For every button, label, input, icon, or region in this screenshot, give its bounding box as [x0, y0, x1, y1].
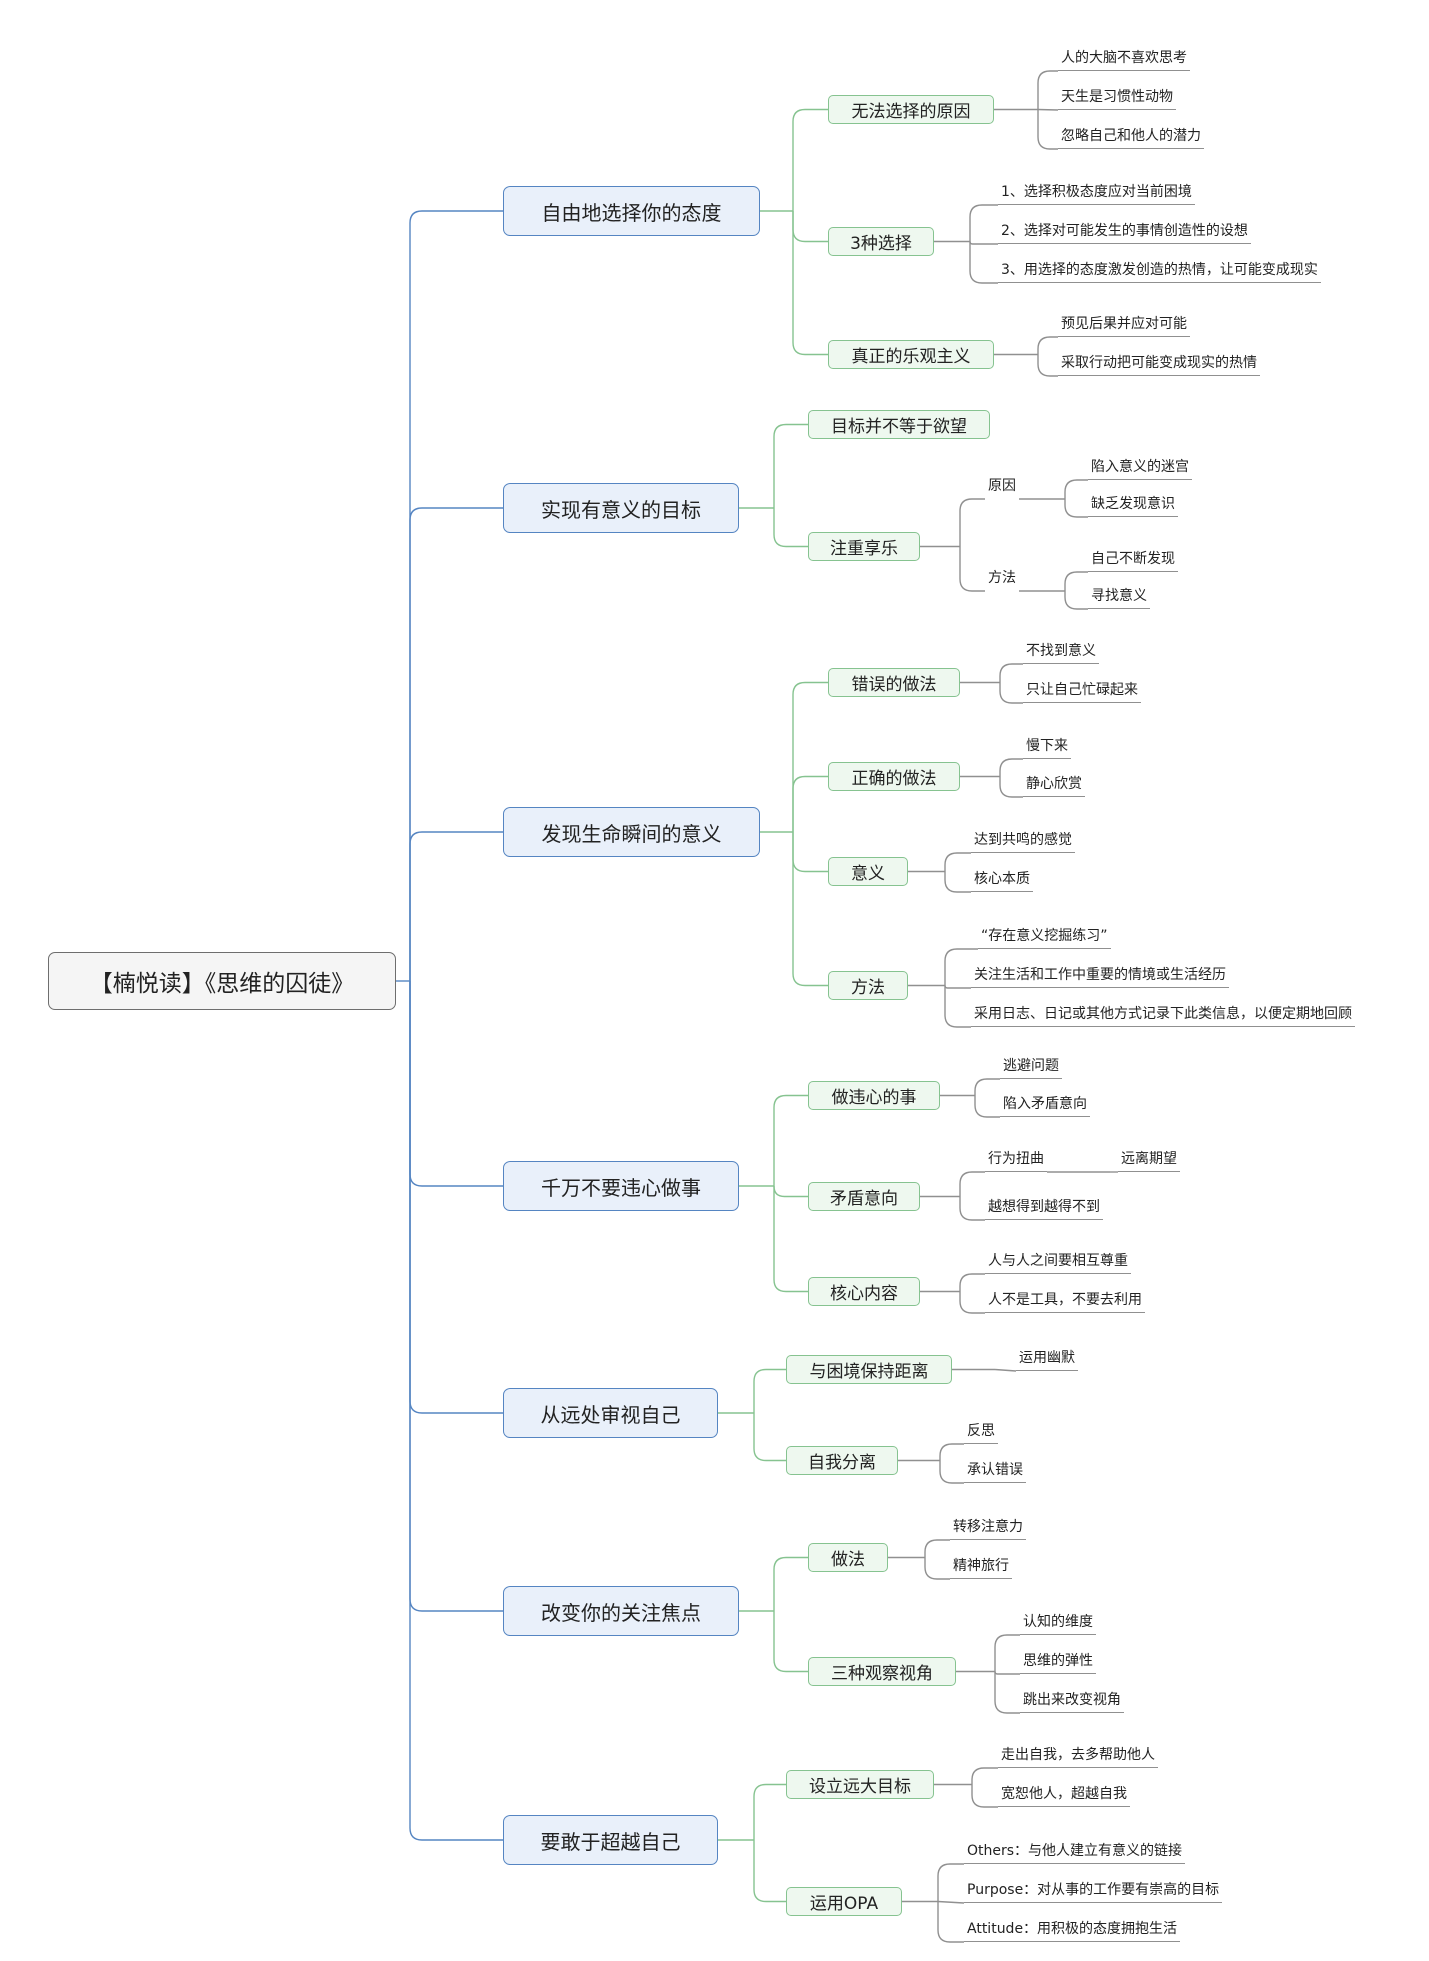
leaf-meaning-maze[interactable]: 陷入意义的迷宫: [1088, 456, 1192, 480]
leaf-habitual-animal[interactable]: 天生是习惯性动物: [1058, 86, 1176, 110]
leaf-brain-dislikes-thinking[interactable]: 人的大脑不喜欢思考: [1058, 47, 1190, 71]
topic-pleasure-seeking[interactable]: 注重享乐: [808, 532, 920, 561]
leaf-purpose[interactable]: Purpose：对从事的工作要有崇高的目标: [964, 1879, 1223, 1903]
leaf-reason[interactable]: 原因: [988, 478, 1016, 494]
branch-change-focus[interactable]: 改变你的关注焦点: [503, 1586, 739, 1636]
leaf-attitude[interactable]: Attitude：用积极的态度拥抱生活: [964, 1918, 1181, 1942]
leaf-behavior-distortion[interactable]: 行为扭曲: [985, 1148, 1047, 1172]
topic-three-choices[interactable]: 3种选择: [828, 227, 934, 256]
leaf-choice-2[interactable]: 2、选择对可能发生的事情创造性的设想: [998, 220, 1251, 244]
leaf-mental-travel[interactable]: 精神旅行: [950, 1555, 1012, 1579]
topic-right-way[interactable]: 正确的做法: [828, 762, 960, 791]
leaf-choice-1[interactable]: 1、选择积极态度应对当前困境: [998, 181, 1195, 205]
root-topic[interactable]: 【楠悦读】《思维的囚徒》: [48, 952, 396, 1010]
topic-three-perspectives[interactable]: 三种观察视角: [808, 1657, 956, 1686]
leaf-appreciate[interactable]: 静心欣赏: [1023, 773, 1085, 797]
leaf-avoid-problems[interactable]: 逃避问题: [1000, 1055, 1062, 1079]
branch-surpass-self[interactable]: 要敢于超越自己: [503, 1815, 718, 1865]
leaf-shift-attention[interactable]: 转移注意力: [950, 1516, 1026, 1540]
topic-paradox[interactable]: 矛盾意向: [808, 1182, 920, 1211]
branch-choose-attitude[interactable]: 自由地选择你的态度: [503, 186, 760, 236]
topic-meaning[interactable]: 意义: [828, 857, 908, 886]
topic-method[interactable]: 方法: [828, 971, 908, 1000]
leaf-mutual-respect[interactable]: 人与人之间要相互尊重: [985, 1250, 1131, 1274]
branch-meaningful-goals[interactable]: 实现有意义的目标: [503, 483, 739, 533]
leaf-method[interactable]: 方法: [988, 570, 1016, 586]
leaf-keep-discovering[interactable]: 自己不断发现: [1088, 548, 1178, 572]
leaf-others[interactable]: Others：与他人建立有意义的链接: [964, 1840, 1186, 1864]
leaf-meaning-exercise[interactable]: “存在意义挖掘练习”: [978, 925, 1111, 949]
leaf-admit-mistake[interactable]: 承认错误: [964, 1459, 1026, 1483]
leaf-take-action[interactable]: 采取行动把可能变成现实的热情: [1058, 352, 1260, 376]
leaf-resonance[interactable]: 达到共鸣的感觉: [971, 829, 1075, 853]
leaf-not-tools[interactable]: 人不是工具，不要去利用: [985, 1289, 1145, 1313]
topic-set-big-goals[interactable]: 设立远大目标: [786, 1770, 934, 1799]
leaf-core-essence[interactable]: 核心本质: [971, 868, 1033, 892]
leaf-stay-away-expectation[interactable]: 远离期望: [1118, 1148, 1180, 1172]
leaf-ignore-potential[interactable]: 忽略自己和他人的潜力: [1058, 125, 1204, 149]
leaf-reflect[interactable]: 反思: [964, 1420, 998, 1444]
topic-keep-distance[interactable]: 与困境保持距离: [786, 1355, 952, 1384]
leaf-focus-situations[interactable]: 关注生活和工作中重要的情境或生活经历: [971, 964, 1229, 988]
leaf-paradoxical-intention[interactable]: 陷入矛盾意向: [1000, 1093, 1090, 1117]
topic-core-content[interactable]: 核心内容: [808, 1277, 920, 1306]
topic-unable-to-choose[interactable]: 无法选择的原因: [828, 95, 994, 124]
topic-against-heart[interactable]: 做违心的事: [808, 1081, 940, 1110]
leaf-step-out[interactable]: 跳出来改变视角: [1020, 1689, 1124, 1713]
branch-view-from-afar[interactable]: 从远处审视自己: [503, 1388, 718, 1438]
leaf-foresee-consequences[interactable]: 预见后果并应对可能: [1058, 313, 1190, 337]
branch-moment-meaning[interactable]: 发现生命瞬间的意义: [503, 807, 760, 857]
leaf-keep-journal[interactable]: 采用日志、日记或其他方式记录下此类信息，以便定期地回顾: [971, 1003, 1355, 1027]
leaf-just-busy[interactable]: 只让自己忙碌起来: [1023, 679, 1141, 703]
leaf-no-meaning[interactable]: 不找到意义: [1023, 640, 1099, 664]
topic-self-detachment[interactable]: 自我分离: [786, 1446, 898, 1475]
leaf-slow-down[interactable]: 慢下来: [1023, 735, 1071, 759]
leaf-choice-3[interactable]: 3、用选择的态度激发创造的热情，让可能变成现实: [998, 259, 1321, 283]
topic-goal-not-desire[interactable]: 目标并不等于欲望: [808, 410, 990, 439]
leaf-seek-meaning[interactable]: 寻找意义: [1088, 585, 1150, 609]
topic-approach[interactable]: 做法: [808, 1543, 888, 1572]
leaf-cognitive-dimension[interactable]: 认知的维度: [1020, 1611, 1096, 1635]
topic-true-optimism[interactable]: 真正的乐观主义: [828, 340, 994, 369]
leaf-want-more-get-less[interactable]: 越想得到越得不到: [985, 1196, 1103, 1220]
leaf-use-humor[interactable]: 运用幽默: [1016, 1347, 1078, 1371]
leaf-help-others[interactable]: 走出自我，去多帮助他人: [998, 1744, 1158, 1768]
leaf-mental-flexibility[interactable]: 思维的弹性: [1020, 1650, 1096, 1674]
topic-use-opa[interactable]: 运用OPA: [786, 1887, 902, 1916]
leaf-lack-discovery[interactable]: 缺乏发现意识: [1088, 493, 1178, 517]
topic-wrong-way[interactable]: 错误的做法: [828, 668, 960, 697]
leaf-forgive-others[interactable]: 宽恕他人，超越自我: [998, 1783, 1130, 1807]
branch-no-against-heart[interactable]: 千万不要违心做事: [503, 1161, 739, 1211]
